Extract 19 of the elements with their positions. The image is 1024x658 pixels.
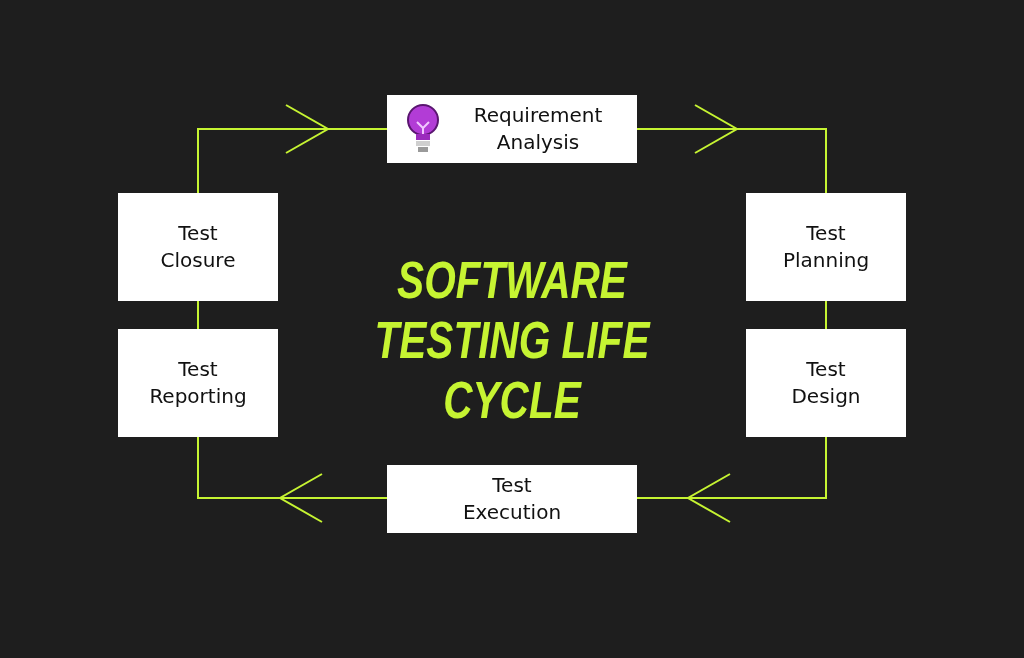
box-label: Test Execution xyxy=(461,472,563,526)
arrow xyxy=(636,436,827,523)
connector-line xyxy=(197,300,199,330)
process-box xyxy=(746,329,906,437)
process-box xyxy=(387,465,637,533)
arrow xyxy=(197,104,388,194)
box-label: Test Planning xyxy=(781,220,871,274)
process-box xyxy=(387,95,637,163)
process-box xyxy=(118,193,278,301)
title: SOFTWARE TESTING LIFE CYCLE xyxy=(373,250,652,430)
arrow xyxy=(197,436,388,523)
box-label: Test Closure xyxy=(159,220,237,274)
box-label: Test Design xyxy=(790,356,862,410)
box-label: Requirement Analysis xyxy=(472,102,604,156)
process-box xyxy=(118,329,278,437)
process-box xyxy=(746,193,906,301)
arrow xyxy=(636,104,827,194)
box-label: Test Reporting xyxy=(148,356,248,410)
connector-line xyxy=(825,300,827,330)
